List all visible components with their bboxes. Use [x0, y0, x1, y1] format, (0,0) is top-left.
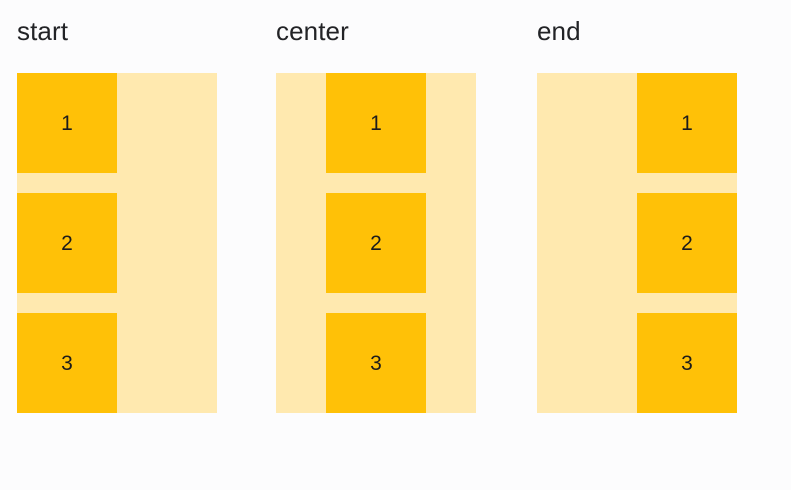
flex-item-label: 1	[61, 111, 73, 135]
flex-item: 3	[326, 313, 426, 413]
column-label-end: end	[537, 16, 581, 46]
flex-item-label: 1	[681, 111, 693, 135]
flex-item: 2	[326, 193, 426, 293]
flex-container-start: 1 2 3	[17, 73, 217, 413]
flex-item-label: 3	[370, 351, 382, 375]
flex-item: 2	[637, 193, 737, 293]
column-label-center: center	[276, 16, 349, 46]
flex-item: 2	[17, 193, 117, 293]
flex-item: 1	[637, 73, 737, 173]
flex-item-label: 2	[681, 231, 693, 255]
flex-item-label: 1	[370, 111, 382, 135]
flex-item-label: 2	[370, 231, 382, 255]
flex-item: 1	[326, 73, 426, 173]
demo-column-center: center 1 2 3	[276, 14, 476, 413]
flex-item: 3	[17, 313, 117, 413]
flex-item: 1	[17, 73, 117, 173]
demo-column-end: end 1 2 3	[537, 14, 737, 413]
flex-item-label: 3	[61, 351, 73, 375]
flex-item: 3	[637, 313, 737, 413]
demo-column-start: start 1 2 3	[17, 14, 217, 413]
flex-container-center: 1 2 3	[276, 73, 476, 413]
flex-item-label: 2	[61, 231, 73, 255]
flex-container-end: 1 2 3	[537, 73, 737, 413]
flex-item-label: 3	[681, 351, 693, 375]
column-label-start: start	[17, 16, 69, 46]
